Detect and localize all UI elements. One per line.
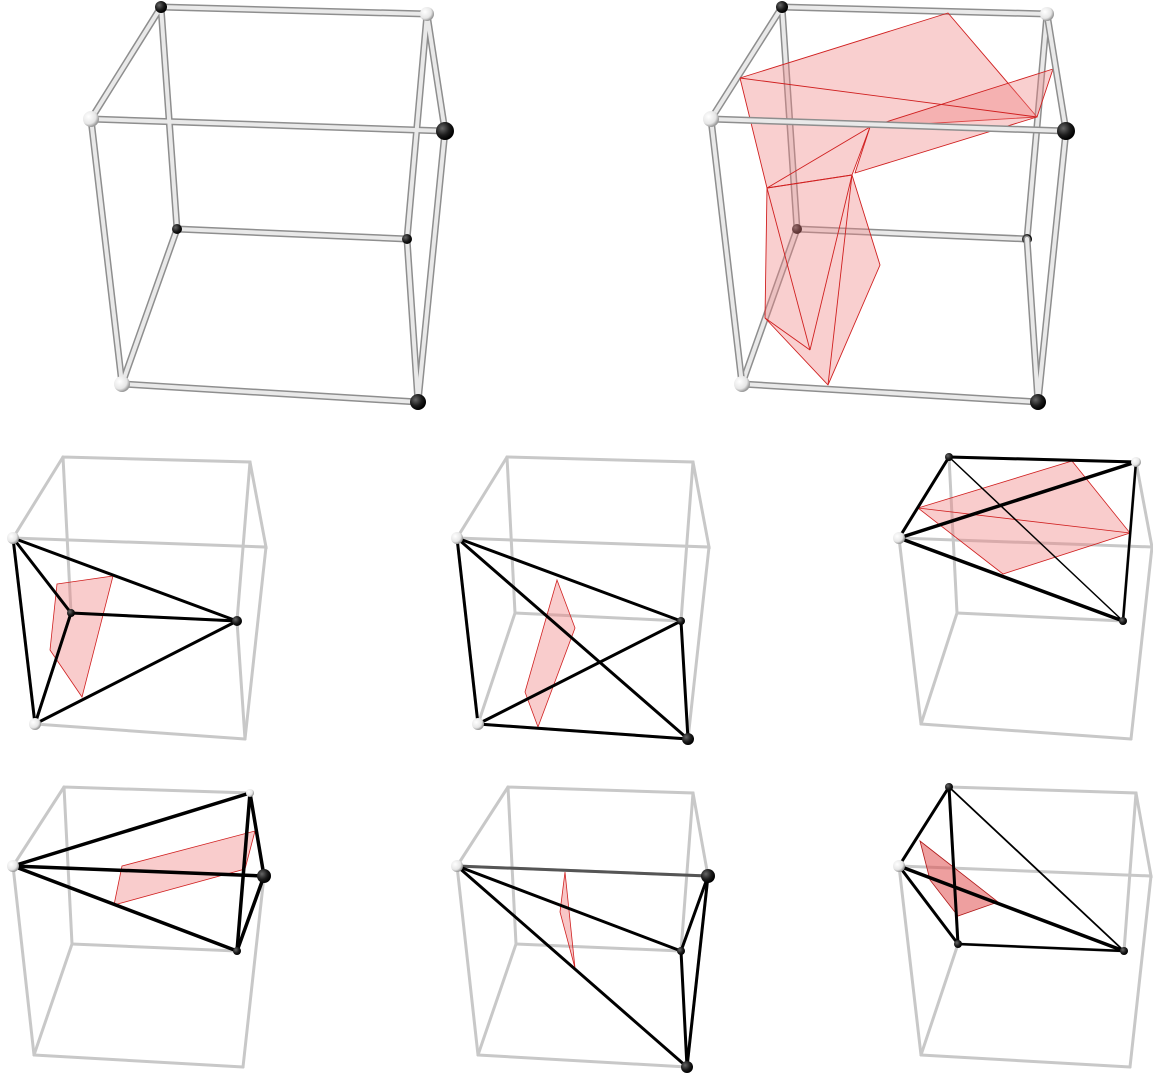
vertex-black bbox=[1119, 617, 1127, 625]
vertex-black bbox=[232, 616, 242, 626]
cube-rods bbox=[91, 7, 445, 402]
vertex-white bbox=[451, 860, 463, 872]
vertex-white bbox=[420, 7, 434, 21]
vertex-white bbox=[7, 860, 19, 872]
panel-tetrahedron-case-1 bbox=[7, 457, 266, 739]
vertex-black bbox=[67, 609, 75, 617]
vertex-white bbox=[7, 532, 19, 544]
panel-tetrahedron-case-5 bbox=[451, 787, 715, 1073]
cube-outline bbox=[457, 787, 708, 1067]
vertex-white bbox=[1040, 7, 1054, 21]
cutting-plane bbox=[114, 831, 255, 905]
vertex-black bbox=[681, 1061, 693, 1073]
vertex-black bbox=[945, 453, 953, 461]
vertex-black bbox=[945, 783, 953, 791]
vertex-black bbox=[1057, 122, 1075, 140]
panel-tetrahedron-case-3 bbox=[893, 453, 1152, 739]
vertex-white bbox=[893, 860, 905, 872]
cube-outline bbox=[457, 457, 709, 739]
tetrahedron-edges bbox=[457, 866, 708, 1067]
panel-tetrahedron-case-2 bbox=[451, 457, 709, 745]
panel-tetrahedron-case-4 bbox=[7, 787, 271, 1067]
vertex-white bbox=[83, 111, 99, 127]
planes-union bbox=[740, 13, 1053, 385]
cutting-plane bbox=[560, 872, 575, 968]
vertex-black bbox=[1120, 947, 1128, 955]
cube-outline bbox=[899, 787, 1151, 1067]
tetrahedron-edges bbox=[457, 538, 688, 739]
vertex-black bbox=[257, 869, 271, 883]
vertex-white bbox=[472, 718, 484, 730]
vertex-black bbox=[402, 234, 412, 244]
cutting-plane bbox=[50, 576, 113, 697]
vertex-black bbox=[1030, 394, 1046, 410]
vertex-black bbox=[155, 1, 167, 13]
cube-outline bbox=[13, 457, 266, 739]
vertex-black bbox=[233, 947, 241, 955]
vertex-black bbox=[776, 1, 788, 13]
plane-vertical-sheet bbox=[765, 175, 880, 385]
panel-tetrahedron-case-6 bbox=[893, 783, 1151, 1067]
vertex-white bbox=[29, 718, 41, 730]
vertex-black bbox=[701, 869, 715, 883]
vertex-white bbox=[893, 532, 905, 544]
panel-cube-combined-planes bbox=[703, 1, 1075, 410]
vertex-black bbox=[954, 940, 962, 948]
vertex-white bbox=[1131, 457, 1141, 467]
vertex-black bbox=[677, 617, 685, 625]
vertex-white bbox=[734, 376, 750, 392]
vertex-black bbox=[410, 394, 426, 410]
vertex-black bbox=[677, 947, 685, 955]
vertex-black bbox=[172, 224, 182, 234]
vertex-white bbox=[114, 376, 130, 392]
vertex-white bbox=[451, 532, 463, 544]
vertex-white bbox=[246, 789, 254, 797]
panel-cube-vertex-coloring bbox=[83, 1, 454, 410]
vertex-black bbox=[436, 122, 454, 140]
vertex-black bbox=[682, 733, 694, 745]
vertex-white bbox=[703, 111, 719, 127]
tetrahedron-edges bbox=[13, 538, 237, 724]
